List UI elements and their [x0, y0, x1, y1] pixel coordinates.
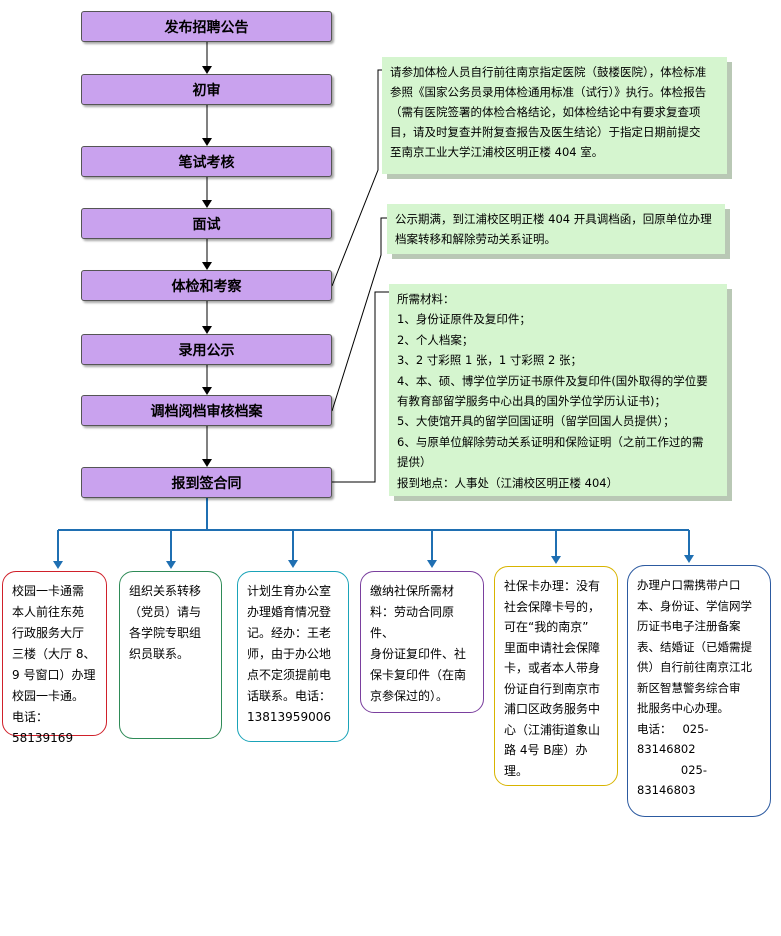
card-campus-card: 校园一卡通需 本人前往东苑 行政服务大厅 三楼（大厅 8、 9 号窗口）办理 校… — [2, 571, 107, 745]
flow-arrowhead — [202, 200, 212, 208]
card-line: 三楼（大厅 8、 — [12, 647, 96, 661]
card-line: 可在“我的南京” — [504, 620, 589, 634]
card-line: 各学院专职组 — [129, 626, 202, 640]
card-line: 本、身份证、学信网学 — [637, 598, 752, 613]
card-line: 025-83146803 — [637, 762, 707, 798]
card-party-transfer: 组织关系转移 （党员）请与 各学院专职组 织员联系。 — [119, 571, 222, 739]
note-line: 至南京工业大学江浦校区明正楼 404 室。 — [390, 145, 604, 159]
step-medical-check: 体检和考察 — [81, 270, 332, 301]
card-line: 社会保障卡号的， — [504, 599, 601, 614]
card-household-registration: 办理户口需携带户口 本、身份证、学信网学 历证书电子注册备案 表、结婚证（已婚需… — [627, 565, 771, 817]
branch-arrowhead — [551, 556, 561, 564]
card-line: 校园一卡通。 — [12, 689, 85, 703]
card-line: 电话： 025-83146802 — [637, 721, 709, 757]
card-line: 记。经办：王老 — [247, 626, 332, 640]
card-line: 保卡复印件（在南 — [370, 668, 467, 682]
note-line: 公示期满，到江浦校区明正楼 404 开具调档函，回原单位办理 — [395, 212, 712, 226]
card-line: 校园一卡通需 — [12, 584, 85, 598]
flow-arrowhead — [202, 459, 212, 467]
step-publicity: 录用公示 — [81, 334, 332, 365]
branch-arrowhead — [166, 561, 176, 569]
card-line: 办理婚育情况登 — [247, 605, 332, 619]
card-line: 话联系。电话： — [247, 689, 332, 703]
flow-arrowhead — [202, 138, 212, 146]
flow-arrowhead — [202, 262, 212, 270]
branch-arrowhead — [684, 555, 694, 563]
card-line: 本人前往东苑 — [12, 605, 85, 619]
card-line: 心（江浦街道象山 — [504, 722, 601, 737]
note-line: 参照《国家公务员录用体检通用标准（试行）》执行。体检报告 — [390, 85, 707, 99]
branch-arrowhead — [427, 560, 437, 568]
card-line: 新区智慧警务综合审 — [637, 680, 741, 695]
card-line: 料：劳动合同原件、 — [370, 605, 455, 640]
card-line: （党员）请与 — [129, 605, 202, 619]
leader-publicity — [331, 217, 388, 412]
card-line: 里面申请社会保障 — [504, 640, 601, 655]
card-line: 表、结婚证（已婚需提 — [637, 639, 752, 654]
card-social-insurance: 缴纳社保所需材 料：劳动合同原件、 身份证复印件、社 保卡复印件（在南 京参保过… — [360, 571, 484, 713]
note-line: 1、身份证原件及复印件； — [397, 312, 531, 327]
card-line: 份证自行到南京市 — [504, 681, 601, 696]
note-publicity: 公示期满，到江浦校区明正楼 404 开具调档函，回原单位办理 档案转移和解除劳动… — [387, 204, 725, 254]
step-post-recruitment: 发布招聘公告 — [81, 11, 332, 42]
card-line: 京参保过的）。 — [370, 689, 449, 703]
note-line: 报到地点：人事处（江浦校区明正楼 404） — [397, 475, 619, 490]
card-line: 织员联系。 — [129, 647, 190, 661]
card-line: 社保卡办理：没有 — [504, 579, 601, 593]
branch-arrowhead — [288, 560, 298, 568]
card-line: 身份证复印件、社 — [370, 647, 467, 661]
card-line: 供）自行前往南京江北 — [637, 660, 752, 674]
card-family-planning: 计划生育办公室 办理婚育情况登 记。经办：王老 师，由于办公地 点不定须提前电 … — [237, 571, 349, 742]
card-line: 电话：58139169 — [12, 710, 74, 745]
note-line: 所需材料： — [397, 292, 455, 306]
note-line: 2、个人档案； — [397, 332, 474, 347]
flow-arrowhead — [202, 66, 212, 74]
card-line: 组织关系转移 — [129, 584, 202, 598]
branch-lines — [53, 498, 694, 569]
flow-arrowhead — [202, 387, 212, 395]
note-line: 有教育部留学服务中心出具的国外学位学历认证书)； — [397, 394, 666, 409]
note-line: 档案转移和解除劳动关系证明。 — [395, 232, 556, 246]
note-line: （需有医院签署的体检合格结论，如体检结论中有要求复查项 — [390, 105, 701, 119]
note-line: 请参加体检人员自行前往南京指定医院（鼓楼医院），体检标准 — [390, 65, 707, 79]
note-line: 5、大使馆开具的留学回国证明（留学回国人员提供）； — [397, 414, 675, 429]
card-line: 师，由于办公地 — [247, 647, 332, 661]
card-social-security-card: 社保卡办理：没有 社会保障卡号的， 可在“我的南京” 里面申请社会保障 卡，或者… — [494, 566, 618, 786]
flow-arrowhead — [202, 326, 212, 334]
card-line: 13813959006 — [247, 710, 331, 724]
card-line: 历证书电子注册备案 — [637, 619, 741, 633]
step-interview: 面试 — [81, 208, 332, 239]
step-file-review: 调档阅档审核档案 — [81, 395, 332, 426]
step-preliminary-review: 初审 — [81, 74, 332, 105]
card-line: 路 4号 B座）办理。 — [504, 743, 588, 778]
card-line: 批服务中心办理。 — [637, 701, 729, 715]
card-line: 缴纳社保所需材 — [370, 584, 455, 598]
note-required-materials: 所需材料： 1、身份证原件及复印件； 2、个人档案； 3、2 寸彩照 1 张，1… — [389, 284, 727, 496]
step-onboarding-contract: 报到签合同 — [81, 467, 332, 498]
card-line: 行政服务大厅 — [12, 626, 85, 640]
card-line: 计划生育办公室 — [247, 584, 332, 598]
note-line: 3、2 寸彩照 1 张，1 寸彩照 2 张； — [397, 353, 583, 368]
card-line: 卡，或者本人带身 — [504, 661, 601, 675]
card-line: 9 号窗口）办理 — [12, 668, 96, 682]
note-medical-check: 请参加体检人员自行前往南京指定医院（鼓楼医院），体检标准 参照《国家公务员录用体… — [382, 57, 727, 174]
note-line: 4、本、硕、博学位学历证书原件及复印件(国外取得的学位要 — [397, 373, 708, 388]
note-line: 6、与原单位解除劳动关系证明和保险证明（之前工作过的需 — [397, 434, 704, 449]
leader-medical — [331, 69, 385, 287]
step-written-exam: 笔试考核 — [81, 146, 332, 177]
leader-materials — [332, 291, 390, 483]
branch-arrowhead — [53, 561, 63, 569]
card-line: 办理户口需携带户口 — [637, 578, 741, 592]
card-line: 点不定须提前电 — [247, 668, 332, 682]
card-line: 浦口区政务服务中 — [504, 702, 601, 716]
note-line: 提供） — [397, 455, 432, 470]
note-line: 目，请及时复查并附复查报告及医生结论）于指定日期前提交 — [390, 125, 701, 139]
